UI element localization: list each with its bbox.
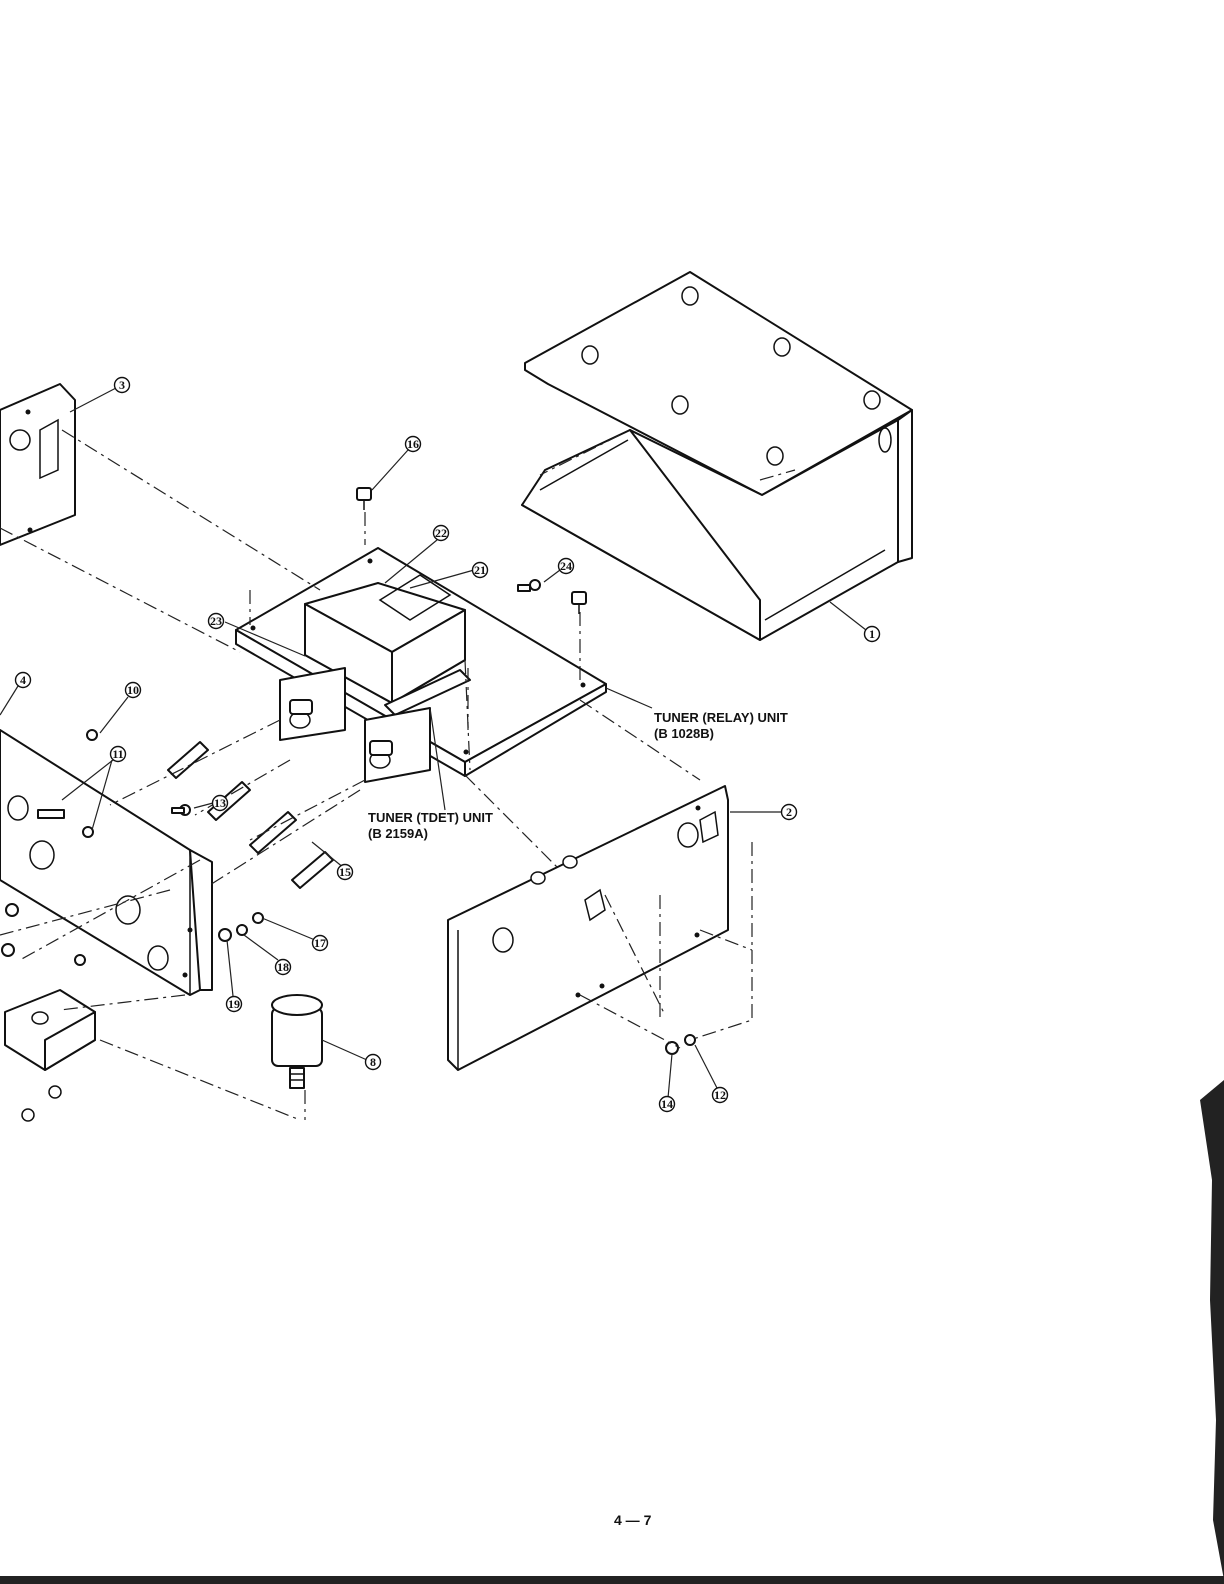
svg-text:13: 13	[214, 796, 226, 810]
svg-text:16: 16	[407, 437, 419, 451]
svg-text:TUNER (TDET) UNIT: TUNER (TDET) UNIT	[368, 810, 493, 825]
svg-text:TUNER (RELAY) UNIT: TUNER (RELAY) UNIT	[654, 710, 788, 725]
tdet-unit-label: TUNER (TDET) UNIT (B 2159A)	[368, 810, 493, 841]
svg-text:24: 24	[560, 559, 572, 573]
callout-23: 23	[209, 614, 224, 629]
svg-text:22: 22	[435, 526, 447, 540]
callout-1: 1	[865, 627, 880, 642]
svg-text:4: 4	[20, 673, 26, 687]
callout-24: 24	[559, 559, 574, 574]
svg-text:12: 12	[714, 1088, 726, 1102]
relay-unit-label: TUNER (RELAY) UNIT (B 1028B)	[654, 710, 788, 741]
callout-16: 16	[406, 437, 421, 452]
callout-4: 4	[16, 673, 31, 688]
right-panel-part-2	[448, 786, 728, 1070]
svg-text:(B 1028B): (B 1028B)	[654, 726, 714, 741]
svg-text:14: 14	[661, 1097, 673, 1111]
svg-text:19: 19	[228, 997, 240, 1011]
callout-18: 18	[276, 960, 291, 975]
page-number: 4 — 7	[614, 1512, 652, 1528]
scan-edge	[0, 1080, 1224, 1584]
callout-15: 15	[338, 865, 353, 880]
callout-2: 2	[782, 805, 797, 820]
cover-part-1	[522, 272, 912, 640]
svg-text:17: 17	[314, 936, 326, 950]
svg-text:11: 11	[112, 747, 123, 761]
bottom-left-bracket	[5, 990, 95, 1121]
svg-text:18: 18	[277, 960, 289, 974]
capacitor-part-8	[272, 995, 322, 1088]
svg-text:10: 10	[127, 683, 139, 697]
svg-text:8: 8	[370, 1055, 376, 1069]
svg-text:23: 23	[210, 614, 222, 628]
callout-11: 11	[111, 747, 126, 762]
svg-text:21: 21	[474, 563, 486, 577]
callout-14: 14	[660, 1097, 675, 1112]
svg-text:2: 2	[786, 805, 792, 819]
svg-text:(B 2159A): (B 2159A)	[368, 826, 428, 841]
left-bracket-part-3	[0, 384, 75, 545]
callout-13: 13	[213, 796, 228, 811]
callout-21: 21	[473, 563, 488, 578]
callout-12: 12	[713, 1088, 728, 1103]
svg-text:15: 15	[339, 865, 351, 879]
callout-19: 19	[227, 997, 242, 1012]
callout-17: 17	[313, 936, 328, 951]
callout-8: 8	[366, 1055, 381, 1070]
callout-3: 3	[115, 378, 130, 393]
svg-text:3: 3	[119, 378, 125, 392]
svg-text:1: 1	[869, 627, 875, 641]
callout-10: 10	[126, 683, 141, 698]
callout-22: 22	[434, 526, 449, 541]
